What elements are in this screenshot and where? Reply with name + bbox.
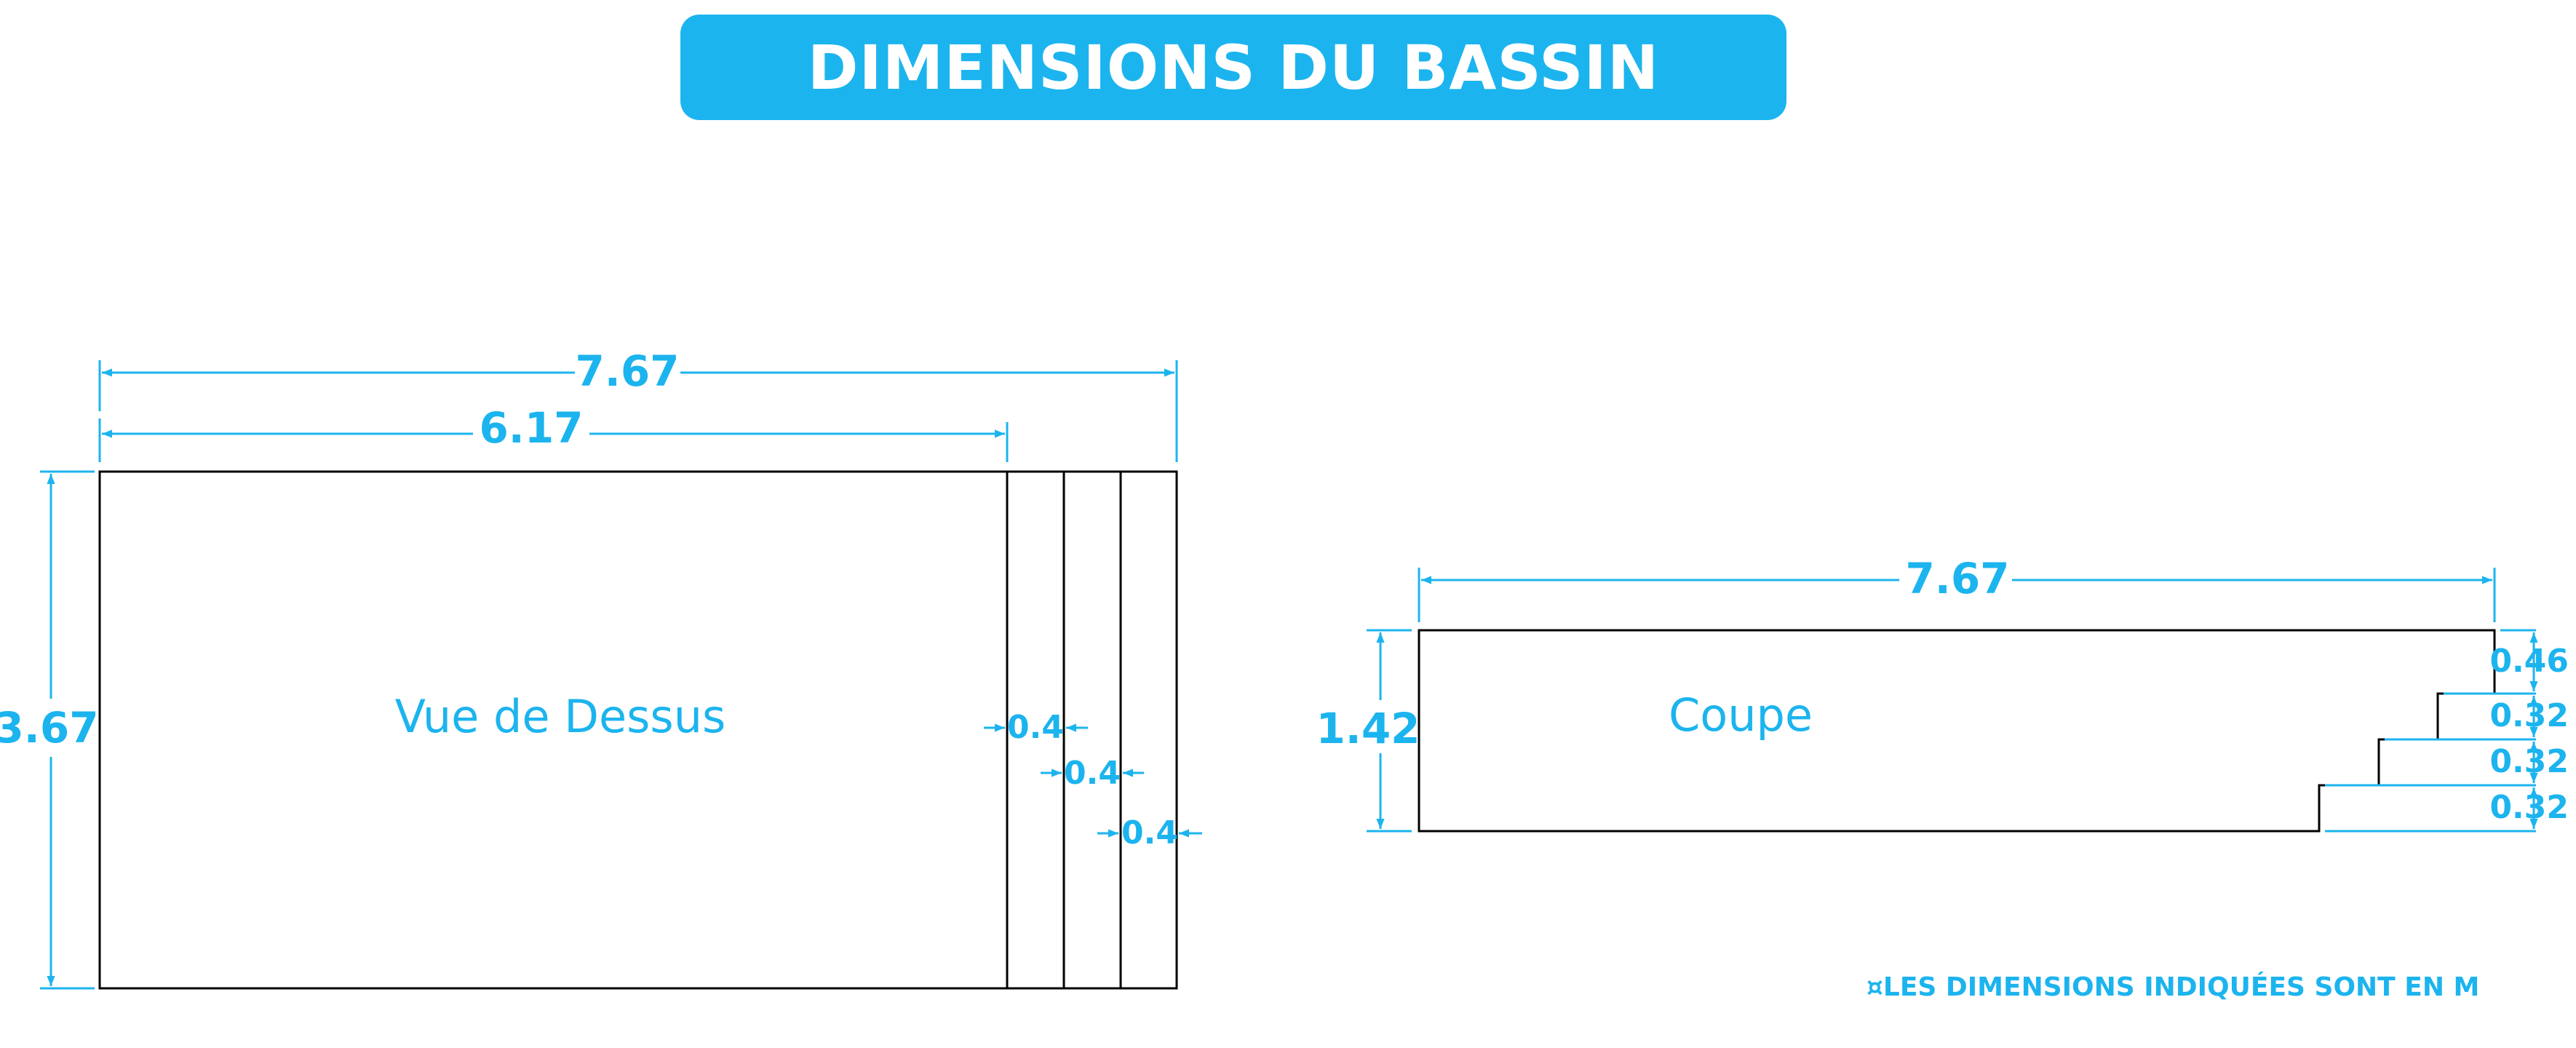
dimension-width (40, 470, 95, 990)
dimension-step-1-value: 0.4 (1007, 709, 1064, 746)
top-view-label: Vue de Dessus (395, 690, 726, 743)
dimension-depth (1367, 629, 1412, 833)
dimension-total-length-value: 7.67 (575, 346, 679, 396)
section-outline (1418, 629, 2496, 833)
page-title: DIMENSIONS DU BASSIN (807, 31, 1660, 103)
step-height-4-value: 0.32 (2489, 789, 2569, 826)
units-footnote: ¤LES DIMENSIONS INDIQUÉES SONT EN M (1867, 972, 2480, 1002)
dimension-step-2-value: 0.4 (1064, 755, 1121, 792)
top-view-outline (98, 470, 1178, 990)
dimension-section-length-value: 7.67 (1905, 554, 2009, 603)
step-height-3-value: 0.32 (2489, 743, 2569, 780)
dimension-section-length (1418, 568, 2496, 622)
dimension-depth-value: 1.42 (1316, 704, 1420, 753)
dimension-width-value: 3.67 (0, 703, 99, 753)
dimension-basin-length-value: 6.17 (479, 403, 583, 453)
section-label: Coupe (1669, 688, 1813, 742)
dimension-step-3-value: 0.4 (1121, 814, 1178, 852)
step-height-1-value: 0.46 (2489, 643, 2569, 680)
section-view: 7.67 1.42 Coupe (1316, 554, 2569, 833)
step-height-extensions (2325, 629, 2538, 833)
dimension-basin-length (98, 418, 1009, 462)
step-height-2-value: 0.32 (2489, 697, 2569, 734)
title-banner: DIMENSIONS DU BASSIN (680, 15, 1786, 120)
top-view: 7.67 6.17 3.67 Vue de Dessus (0, 346, 1202, 990)
dimension-total-length (98, 360, 1178, 462)
